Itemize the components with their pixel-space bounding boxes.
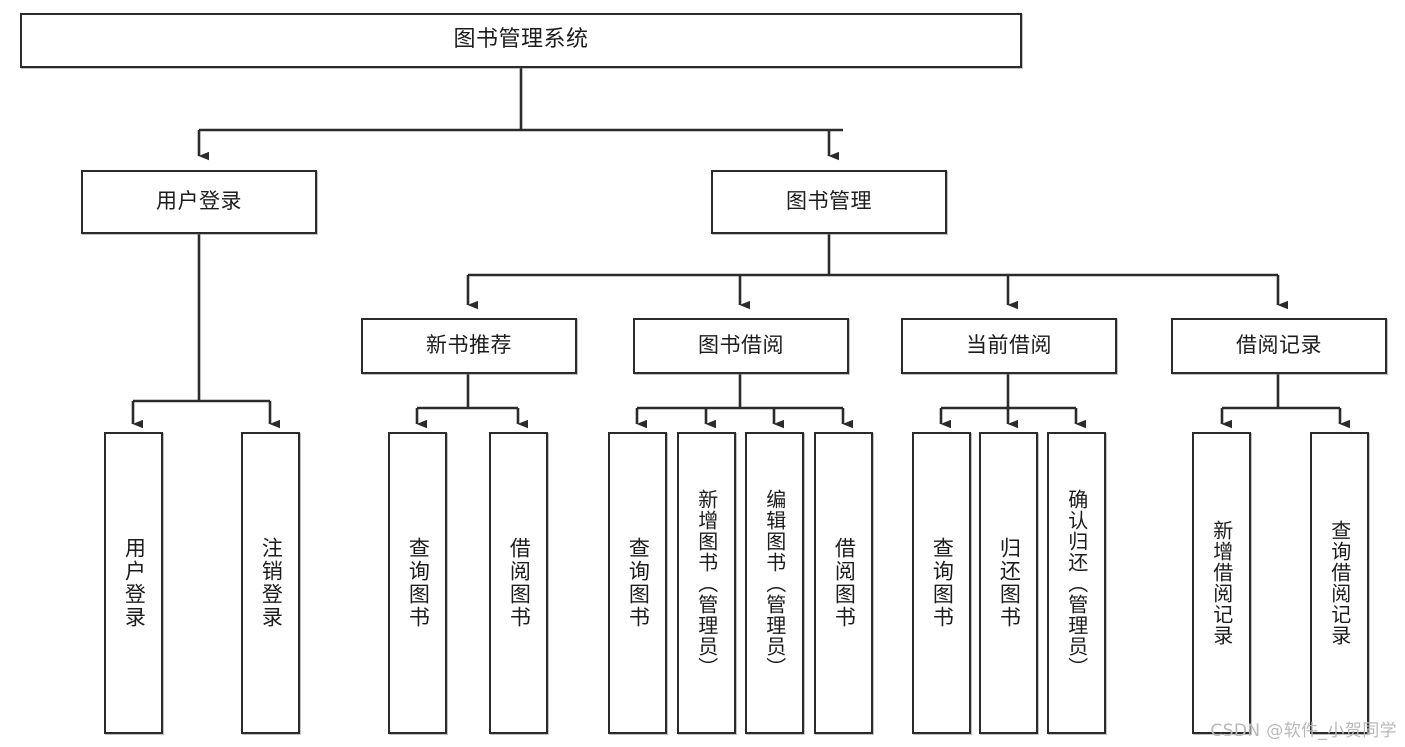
node-label: 借阅记录 [1236,333,1322,358]
leaf-query-book-borrow[interactable]: 查询图书 [608,432,667,734]
node-label: 归还图书 [997,537,1022,629]
node-label: 用户登录 [122,537,147,629]
node-label: 编辑图书（管理员） [762,488,787,678]
node-book-management[interactable]: 图书管理 [711,170,947,234]
node-label: 新增图书（管理员） [694,488,719,678]
leaf-user-login[interactable]: 用户登录 [104,432,163,734]
leaf-query-borrow-record[interactable]: 查询借阅记录 [1310,432,1369,734]
node-label: 借阅图书 [832,537,857,629]
leaf-return-book[interactable]: 归还图书 [979,432,1038,734]
node-current-borrow[interactable]: 当前借阅 [901,318,1117,374]
leaf-add-borrow-record[interactable]: 新增借阅记录 [1192,432,1251,734]
node-label: 图书借阅 [698,333,784,358]
node-user-login[interactable]: 用户登录 [81,170,317,234]
node-label: 查询图书 [406,537,431,629]
leaf-query-book-new-recommend[interactable]: 查询图书 [388,432,447,734]
leaf-logout-login[interactable]: 注销登录 [241,432,300,734]
node-label: 图书管理 [786,189,872,214]
node-label: 查询图书 [626,537,651,629]
node-label: 查询借阅记录 [1327,520,1352,646]
leaf-edit-book-admin[interactable]: 编辑图书（管理员） [745,432,804,734]
leaf-add-book-admin[interactable]: 新增图书（管理员） [677,432,736,734]
leaf-borrow-book[interactable]: 借阅图书 [814,432,873,734]
node-borrow-record[interactable]: 借阅记录 [1171,318,1387,374]
leaf-confirm-return-admin[interactable]: 确认归还（管理员） [1047,432,1106,734]
node-label: 当前借阅 [966,333,1052,358]
node-book-borrow[interactable]: 图书借阅 [633,318,849,374]
leaf-query-book-current[interactable]: 查询图书 [912,432,971,734]
watermark-text: CSDN @软件_小贺同学 [1210,721,1397,741]
node-root-book-management-system[interactable]: 图书管理系统 [20,13,1022,68]
node-new-book-recommend[interactable]: 新书推荐 [361,318,577,374]
node-label: 用户登录 [156,189,242,214]
node-label: 图书管理系统 [453,27,589,53]
leaf-borrow-book-new-recommend[interactable]: 借阅图书 [489,432,548,734]
node-label: 注销登录 [259,537,284,629]
node-label: 新增借阅记录 [1209,520,1234,646]
node-label: 新书推荐 [426,333,512,358]
node-label: 确认归还（管理员） [1064,488,1089,678]
node-label: 借阅图书 [507,537,532,629]
node-label: 查询图书 [930,537,955,629]
